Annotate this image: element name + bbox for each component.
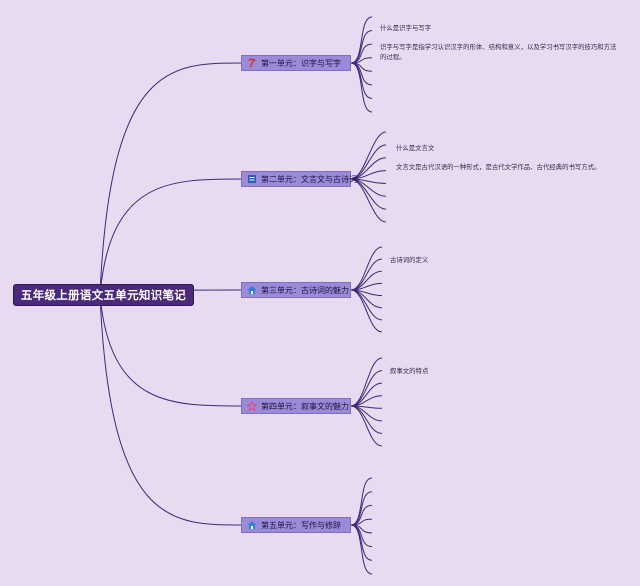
sub-branch-connector [350, 405, 383, 447]
sub-branch-connector [350, 178, 387, 223]
sub-branch-connector [350, 524, 373, 575]
sub-branch-connector [350, 30, 373, 64]
root-unit-connector [99, 294, 242, 407]
unit-label-2: 第二单元：文言文与古诗词 [261, 174, 357, 184]
unit-node-4[interactable]: 第四单元：叙事文的魅力 [241, 398, 351, 414]
root-unit-connector [99, 178, 242, 296]
unit-label-4: 第四单元：叙事文的魅力 [261, 401, 349, 411]
sub-branch-connector [350, 258, 383, 291]
root-title: 五年级上册语文五单元知识笔记 [20, 288, 187, 302]
note-2-body: 文言文是古代汉语的一种形式，是古代文学作品、古代经典的书写方式。 [396, 163, 601, 171]
unit-label-3: 第三单元：古诗词的魅力 [261, 285, 349, 295]
house-icon [247, 285, 257, 295]
note-4-title: 叙事文的特点 [390, 367, 429, 375]
note-1-body: 识字与写字是指学习认识汉字的形体、结构和意义，以及学习书写汉字的技巧和方法的过程… [380, 43, 617, 61]
unit-label-1: 第一单元：识字与写字 [261, 58, 341, 68]
sub-branch-connector [350, 477, 373, 526]
unit-node-1[interactable]: 第一单元：识字与写字 [241, 55, 351, 71]
note-1-title: 什么是识字与写字 [380, 24, 432, 32]
note-3-title: 古诗词的定义 [390, 256, 429, 264]
unit-node-2[interactable]: 第二单元：文言文与古诗词 [241, 171, 357, 187]
sub-branch-connector [350, 357, 383, 407]
sub-branch-connector [350, 62, 373, 113]
root-unit-connector [99, 62, 242, 296]
flower-icon [247, 401, 257, 411]
root-topic[interactable]: 五年级上册语文五单元知识笔记 [13, 284, 194, 306]
sub-branch-connector [350, 62, 373, 99]
pickaxe-icon [247, 58, 257, 68]
unit-label-5: 第五单元：写作与修辞 [261, 520, 341, 530]
sub-branch-connector [350, 131, 387, 180]
sub-branch-connector [350, 289, 383, 333]
unit-node-5[interactable]: 第五单元：写作与修辞 [241, 517, 351, 533]
sub-branch-connector [350, 370, 383, 407]
sub-branch-connector [350, 382, 383, 407]
house-icon [247, 520, 257, 530]
note-2-title: 什么是文言文 [396, 144, 435, 152]
unit-node-3[interactable]: 第三单元：古诗词的魅力 [241, 282, 351, 298]
sub-branch-connector [350, 491, 373, 526]
sub-branch-connector [350, 405, 383, 434]
root-unit-connector [99, 294, 242, 526]
sub-branch-connector [350, 289, 383, 321]
sub-branch-connector [350, 144, 387, 180]
sub-branch-connector [350, 16, 373, 64]
sub-branch-connector [350, 524, 373, 561]
book-icon [247, 174, 257, 184]
